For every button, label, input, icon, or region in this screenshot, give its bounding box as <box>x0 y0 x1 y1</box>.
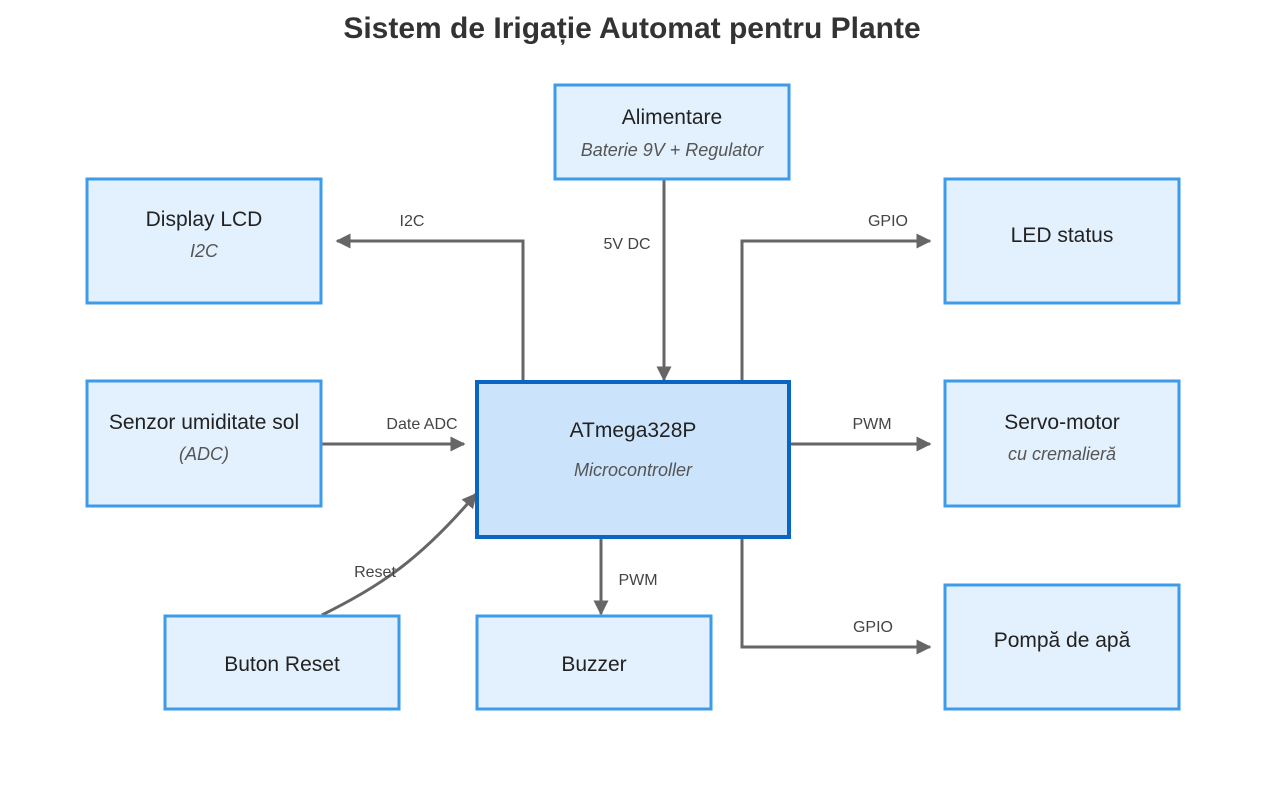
node-sub-alimentare: Baterie 9V + Regulator <box>581 140 765 160</box>
node-sub-senzor: (ADC) <box>179 444 229 464</box>
edge-led <box>740 233 932 380</box>
edge-label-display: I2C <box>400 213 425 230</box>
node-buton: Buton Reset <box>163 614 401 711</box>
diagram-title: Sistem de Irigație Automat pentru Plante <box>343 12 920 45</box>
node-label-buton: Buton Reset <box>224 653 340 676</box>
node-label-servo: Servo-motor <box>1004 411 1120 434</box>
node-senzor: Senzor umiditate sol (ADC) <box>85 379 323 508</box>
node-label-display: Display LCD <box>146 208 263 231</box>
edge-label-buzzer: PWM <box>618 572 657 589</box>
node-sub-mcu: Microcontroller <box>574 460 693 480</box>
node-label-mcu: ATmega328P <box>570 419 697 442</box>
edge-label-servo: PWM <box>852 416 891 433</box>
node-pompa: Pompă de apă <box>943 583 1181 711</box>
node-label-led: LED status <box>1011 224 1114 247</box>
node-servo: Servo-motor cu cremalieră <box>943 379 1181 508</box>
edge-label-reset: Reset <box>354 564 396 581</box>
node-sub-display: I2C <box>190 241 219 261</box>
node-label-pompa: Pompă de apă <box>994 629 1131 652</box>
edge-label-led: GPIO <box>868 213 908 230</box>
edge-display <box>335 233 525 380</box>
edge-label-power: 5V DC <box>603 236 650 253</box>
edge-label-senzor: Date ADC <box>386 416 457 433</box>
edge-label-pompa: GPIO <box>853 619 893 636</box>
node-led: LED status <box>943 177 1181 305</box>
edge-reset <box>321 492 478 617</box>
edges: 5V DC I2C GPIO Date ADC PWM Reset PWM GP… <box>321 180 932 655</box>
node-label-senzor: Senzor umiditate sol <box>109 411 299 434</box>
node-mcu: ATmega328P Microcontroller <box>475 380 791 539</box>
node-label-buzzer: Buzzer <box>561 653 626 676</box>
node-alimentare: Alimentare Baterie 9V + Regulator <box>553 83 791 181</box>
node-sub-servo: cu cremalieră <box>1008 444 1116 464</box>
node-label-alimentare: Alimentare <box>622 106 722 129</box>
node-buzzer: Buzzer <box>475 614 713 711</box>
edge-pompa <box>740 538 932 655</box>
node-display: Display LCD I2C <box>85 177 323 305</box>
